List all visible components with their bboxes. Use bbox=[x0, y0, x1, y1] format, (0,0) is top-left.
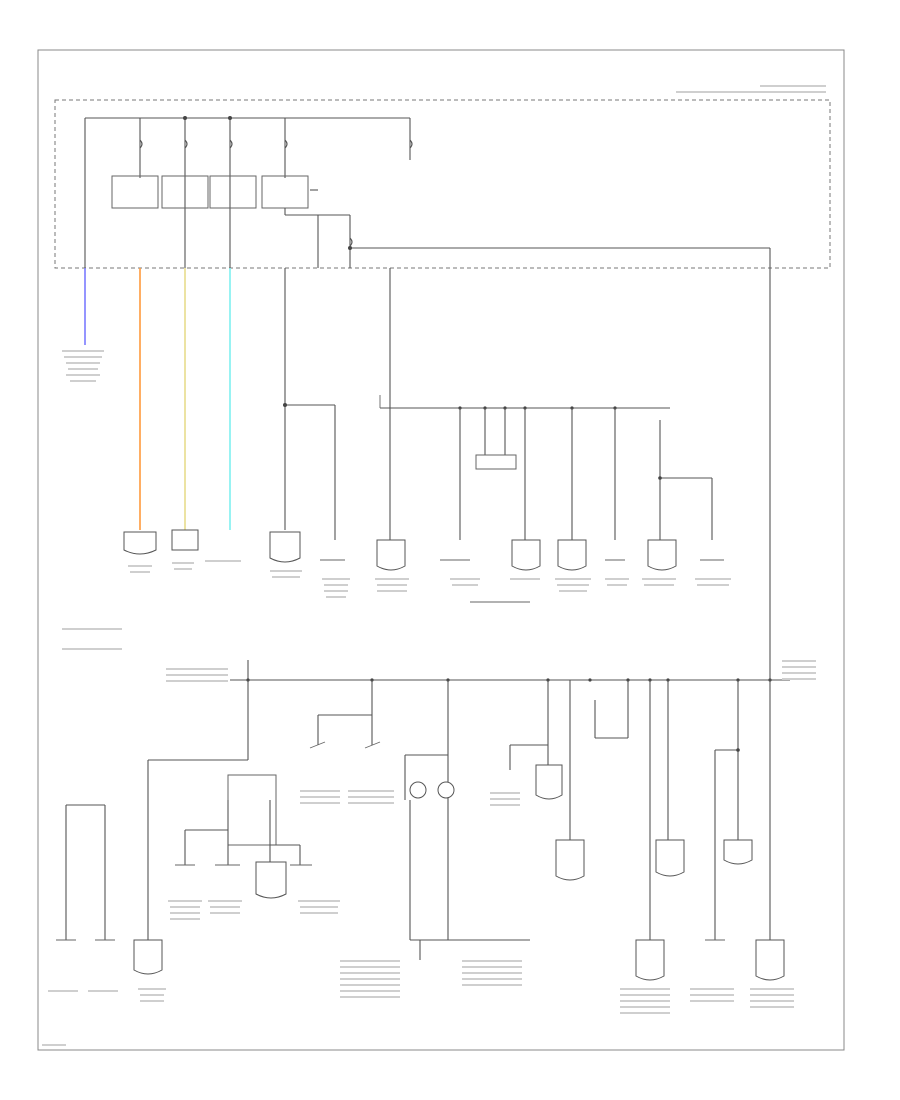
upper-circuit bbox=[283, 268, 771, 665]
label-hints bbox=[42, 85, 826, 1046]
lower-circuit bbox=[65, 660, 790, 960]
lower-components bbox=[56, 764, 785, 981]
upper-components bbox=[123, 529, 724, 603]
outer-frame bbox=[37, 49, 845, 1051]
fuse-relay-box bbox=[54, 99, 831, 269]
